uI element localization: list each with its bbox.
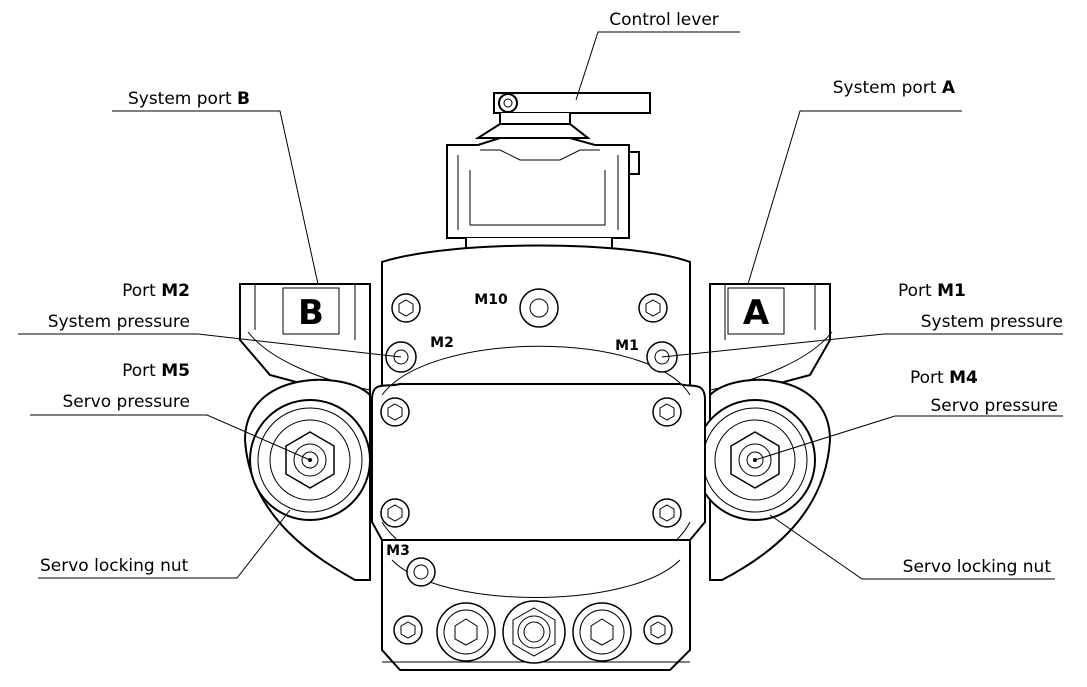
label-system-port-a: System port A — [833, 78, 956, 98]
marking-m3: M3 — [386, 543, 410, 559]
label-port-m2: Port M2 — [122, 281, 190, 301]
lever-hub — [499, 113, 571, 125]
label-port-m1: Port M1 — [898, 281, 966, 301]
servo-cylinder-right — [694, 378, 832, 581]
servo-cylinder-left — [243, 378, 371, 581]
control-lever — [493, 92, 651, 114]
leader-lines — [18, 31, 1063, 580]
label-port-m1-desc: System pressure — [921, 312, 1063, 332]
lever-pivot — [498, 93, 518, 113]
marking-port-b: B — [298, 293, 324, 333]
label-port-m5-desc: Servo pressure — [62, 392, 190, 412]
housing-bolts — [380, 288, 682, 664]
port-m10 — [519, 288, 559, 328]
label-servo-locking-nut-left: Servo locking nut — [40, 556, 189, 576]
marking-m2: M2 — [430, 335, 454, 351]
label-control-lever: Control lever — [609, 10, 719, 30]
system-port-a-flange — [709, 283, 833, 396]
label-servo-locking-nut-right: Servo locking nut — [903, 557, 1052, 577]
label-system-port-b: System port B — [128, 89, 250, 109]
marking-port-a: A — [743, 293, 770, 333]
port-m3 — [406, 557, 436, 587]
lever-bracket — [446, 137, 630, 239]
control-lever-assembly — [446, 92, 651, 251]
label-port-m4-desc: Servo pressure — [930, 396, 1058, 416]
marking-m10: M10 — [474, 292, 508, 308]
label-port-m2-desc: System pressure — [48, 312, 190, 332]
label-port-m5: Port M5 — [122, 361, 190, 381]
label-port-m4: Port M4 — [910, 368, 978, 388]
marking-m1: M1 — [615, 338, 639, 354]
